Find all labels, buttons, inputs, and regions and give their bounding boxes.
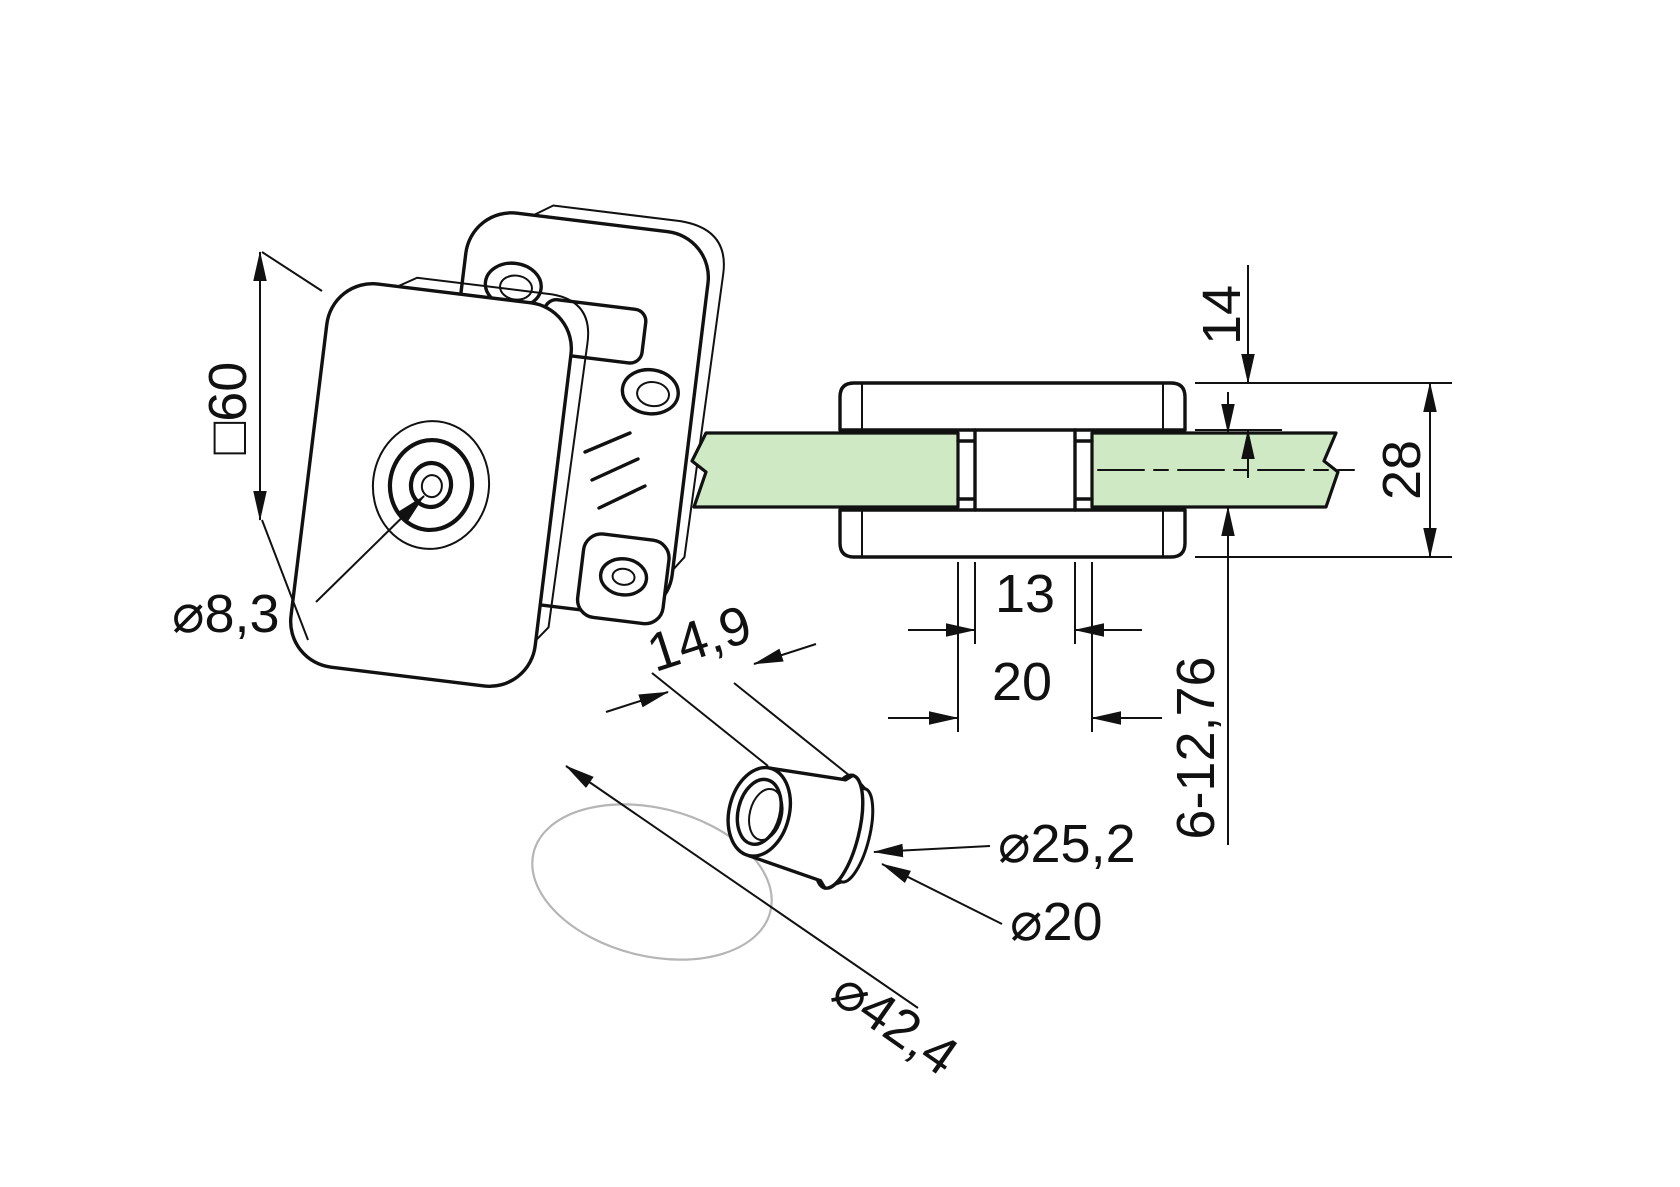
back-plate-hole-mid-bore [636,381,671,408]
clamp-center-hole [371,420,491,550]
glass-range-label: 6-12,76 [1166,656,1226,839]
overall-height-label: 28 [1372,440,1432,500]
clamp-plate-inner-edges [861,382,1164,558]
bushing-outer-label: ⌀25,2 [998,814,1136,874]
web-width-label: 13 [995,564,1055,624]
dim-bushing-inner: ⌀20 [881,863,1103,952]
bushing-inner-label: ⌀20 [1010,892,1103,952]
bushing [726,765,875,890]
bushing-bore-depth [748,787,784,842]
bushing-length-arrow-left [605,691,669,713]
section-view: 14 28 13 20 6-12,76 [690,265,1452,845]
center-hole-leader [315,495,425,603]
center-hole-bore [420,474,443,499]
plate-thickness-label: 14 [1192,285,1252,345]
square-size-label: □60 [198,362,258,455]
dim-overall-height: 28 [1195,382,1452,558]
isometric-view: □60 ⌀8,3 [172,204,725,688]
dim-bushing-outer: ⌀25,2 [873,814,1136,874]
back-plate-bottom-hole [598,557,649,597]
back-plate-hole-mid [620,367,680,416]
dim-center-hole: ⌀8,3 [172,495,425,644]
tube-diameter-label: ⌀42,4 [822,959,969,1087]
center-hole-outer-ring [371,420,491,550]
bushing-length-extension-lines [651,672,851,777]
clamp-bottom-plate [838,508,1187,559]
seat-width-label: 20 [992,652,1052,712]
center-hole-boss [408,460,454,510]
back-plate-thickness-edge [530,204,725,574]
bushing-length-arrow-right [753,643,817,665]
back-plate-bottom-recess [575,532,671,626]
bushing-body-outline [746,766,855,890]
tube-outline [531,803,773,961]
overall-height-extension-lines [1195,382,1452,558]
seat-width-extension-lines [957,562,1093,732]
front-plate-face [288,282,574,688]
bushing-inner-leader [881,863,1003,925]
clamp-center-web [956,428,1094,512]
dim-seat-width: 20 [888,562,1162,732]
dim-plate-thickness: 14 [1192,265,1282,478]
clamp-front-plate [288,276,590,688]
center-hole-ring [387,437,475,533]
front-plate-thickness-edge [394,276,590,644]
dim-glass-thickness-range: 6-12,76 [1166,392,1235,845]
dim-web-width: 13 [908,562,1142,644]
tube-diameter-leader [565,765,919,1009]
dim-square-size: □60 [198,251,323,641]
clamp-top-plate [838,381,1187,432]
back-plate-bottom-hole-bore [611,567,636,586]
bushing-bore [735,777,783,846]
glass-panel-left [690,431,960,509]
center-hole-label: ⌀8,3 [172,584,280,644]
clamp-serrations [583,431,647,510]
bushing-outer-leader [873,843,991,858]
square-size-extension-lines [261,251,323,641]
